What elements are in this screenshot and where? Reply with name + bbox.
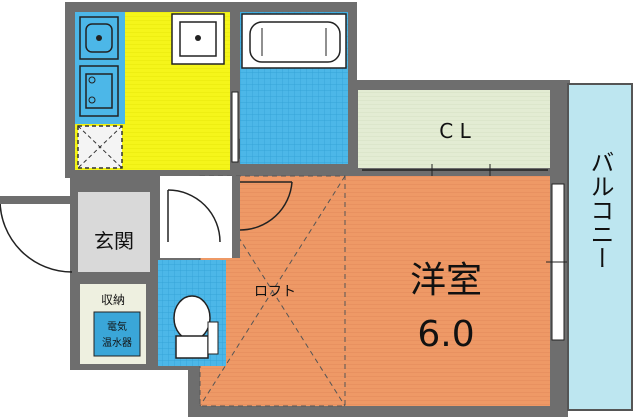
washbasin-icon <box>171 13 225 65</box>
room-name: 洋室 <box>410 260 482 301</box>
loft-label: ロフト <box>254 284 296 300</box>
closet-label: C L <box>439 119 471 143</box>
water-heater-label: 電気 <box>107 320 127 333</box>
entrance-floor <box>78 192 150 272</box>
laundry-pan-icon <box>77 125 123 169</box>
entrance-door-icon <box>0 199 73 273</box>
room-size: 6.0 <box>417 314 474 355</box>
water-heater-label-2: 温水器 <box>102 337 132 349</box>
kitchen-fixtures <box>75 12 249 169</box>
storage-label: 収納 <box>101 293 125 307</box>
entrance-label: 玄関 <box>94 229 134 253</box>
balcony-label: バルコニー <box>586 150 614 270</box>
hallway-floor <box>160 176 232 258</box>
stove-icon <box>79 65 119 117</box>
toilet-icon <box>173 295 219 359</box>
closet-area <box>358 90 550 168</box>
sink-icon <box>79 16 119 60</box>
main-room-floor <box>345 176 550 406</box>
balcony-area <box>567 83 633 411</box>
bathtub-icon <box>241 13 347 69</box>
door-swing-icon <box>167 181 293 243</box>
water-heater-box <box>93 311 141 357</box>
